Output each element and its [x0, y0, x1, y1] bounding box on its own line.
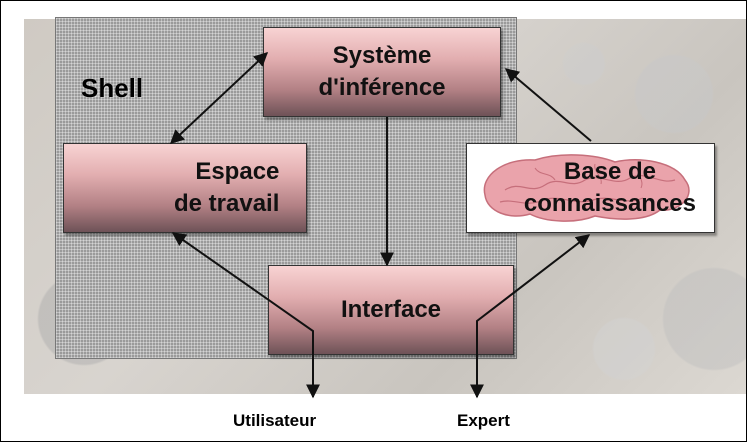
kb-line1: Base de — [563, 158, 656, 185]
shell-label: Shell — [81, 73, 144, 103]
arrow-expert-kb — [470, 234, 591, 399]
arrow-user-workspace — [171, 232, 320, 399]
workspace-box: Espace de travail — [63, 143, 307, 233]
expert-label: Expert — [457, 411, 510, 430]
brain-icon — [483, 154, 690, 222]
inference-line2: d'inférence — [318, 74, 446, 101]
workspace-line2: de travail — [174, 190, 280, 217]
interface-label: Interface — [340, 296, 442, 323]
inference-line1: Système — [332, 42, 432, 69]
workspace-line1: Espace — [195, 158, 280, 185]
arrow-inference-workspace — [169, 52, 269, 144]
arrow-kb-inference — [504, 68, 592, 142]
kb-line2: connaissances — [523, 190, 696, 217]
knowledge-base-box: Base de connaissances — [466, 143, 715, 233]
user-label: Utilisateur — [233, 411, 317, 430]
